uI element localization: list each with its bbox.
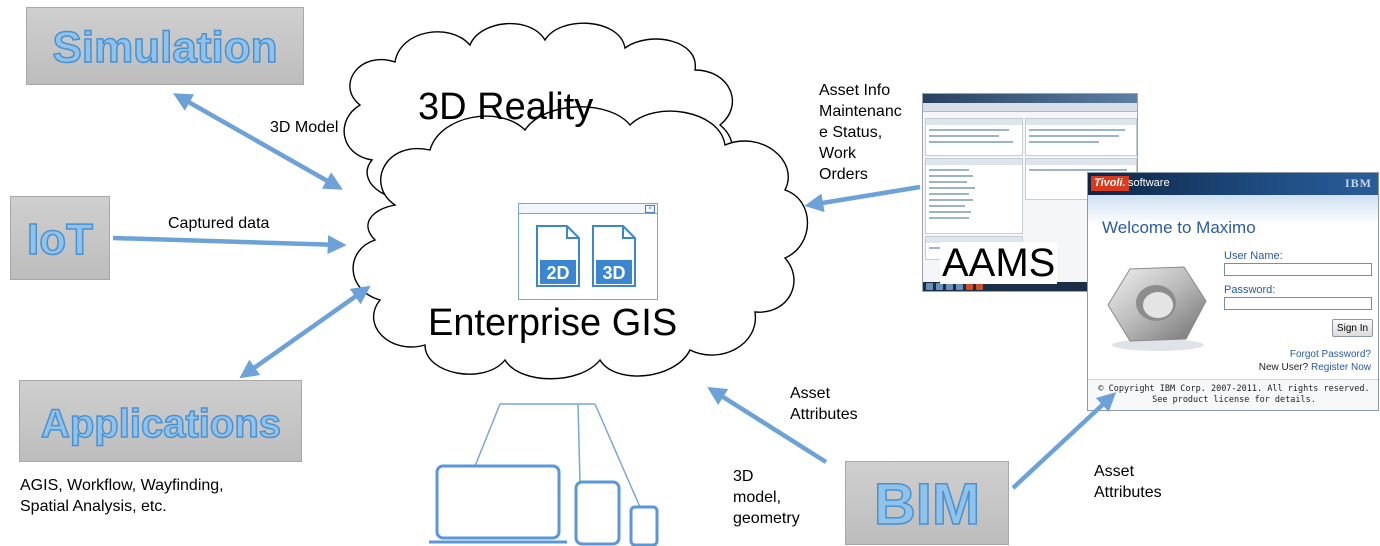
username-label: User Name: — [1224, 250, 1283, 262]
aams-toolbar — [923, 103, 1137, 112]
aams-pane — [925, 158, 1023, 234]
password-input[interactable] — [1224, 297, 1372, 310]
simulation-box: Simulation — [26, 7, 304, 85]
iot-title: IoT — [26, 214, 94, 265]
new-user-row: New User? Register Now — [1259, 362, 1371, 373]
gis-window-icon: × 2D 3D — [518, 203, 658, 300]
maximo-header-gradient — [1088, 195, 1378, 225]
iot-box: IoT — [10, 196, 110, 280]
captured-data-label: Captured data — [168, 215, 270, 232]
tivoli-logo: Tivoli. — [1091, 176, 1129, 191]
laptop-icon — [429, 464, 567, 544]
aams-pane — [1025, 118, 1137, 156]
aams-browser-bar — [923, 94, 1137, 103]
applications-note: AGIS, Workflow, Wayfinding, Spatial Anal… — [20, 477, 224, 515]
file-2d-icon: 2D — [536, 225, 580, 287]
bim-title: BIM — [873, 471, 981, 538]
new-user-label: New User? — [1258, 362, 1309, 373]
forgot-password-link[interactable]: Forgot Password? — [1289, 349, 1371, 360]
svg-text:2D: 2D — [546, 263, 569, 283]
devices-group — [429, 403, 659, 546]
password-label: Password: — [1224, 284, 1276, 296]
device-connectors — [474, 403, 641, 508]
svg-text:3D: 3D — [602, 263, 625, 283]
svg-text:IoT: IoT — [27, 215, 93, 264]
tablet-icon — [574, 480, 621, 546]
maximo-footer: © Copyright IBM Corp. 2007-2011. All rig… — [1088, 379, 1378, 410]
svg-text:BIM: BIM — [874, 472, 980, 537]
copyright-text: © Copyright IBM Corp. 2007-2011. All rig… — [1098, 384, 1370, 405]
asset-attributes-right-label: Asset Attributes — [1094, 463, 1162, 501]
aams-taskbar — [923, 282, 1137, 291]
aams-label: AAMS — [940, 241, 1058, 285]
sign-in-button[interactable]: Sign In — [1332, 319, 1373, 337]
simulation-title: Simulation — [52, 22, 278, 73]
tivoli-software-label: software — [1128, 177, 1170, 189]
close-icon: × — [645, 205, 655, 213]
maximo-header: Tivoli. software IBM — [1088, 173, 1378, 195]
register-link[interactable]: Register Now — [1310, 362, 1371, 373]
window-titlebar: × — [519, 204, 657, 214]
reality-cloud-title: 3D Reality — [418, 86, 594, 128]
phone-icon — [629, 505, 659, 546]
applications-box: Applications — [19, 380, 302, 462]
username-input[interactable] — [1224, 263, 1372, 276]
maximo-welcome-title: Welcome to Maximo — [1102, 218, 1256, 237]
bim-box: BIM — [845, 461, 1009, 545]
asset-info-label: Asset Info Maintenanc e Status, Work Ord… — [819, 82, 902, 183]
asset-attributes-center-label: Asset Attributes — [790, 385, 858, 423]
aams-pane — [925, 118, 1023, 156]
hex-nut-icon — [1107, 266, 1207, 351]
applications-title: Applications — [40, 401, 282, 447]
file-3d-icon: 3D — [592, 225, 636, 287]
ibm-logo: IBM — [1345, 176, 1372, 190]
model-3d-label: 3D Model — [270, 119, 339, 136]
model-geometry-label: 3D model, geometry — [733, 468, 800, 527]
svg-text:Applications: Applications — [40, 402, 280, 446]
file-icons: 2D 3D — [536, 225, 636, 287]
maximo-login-screenshot: Tivoli. software IBM Welcome to Maximo U… — [1087, 172, 1379, 411]
gis-cloud-title: Enterprise GIS — [428, 302, 678, 344]
svg-text:Simulation: Simulation — [53, 23, 278, 72]
